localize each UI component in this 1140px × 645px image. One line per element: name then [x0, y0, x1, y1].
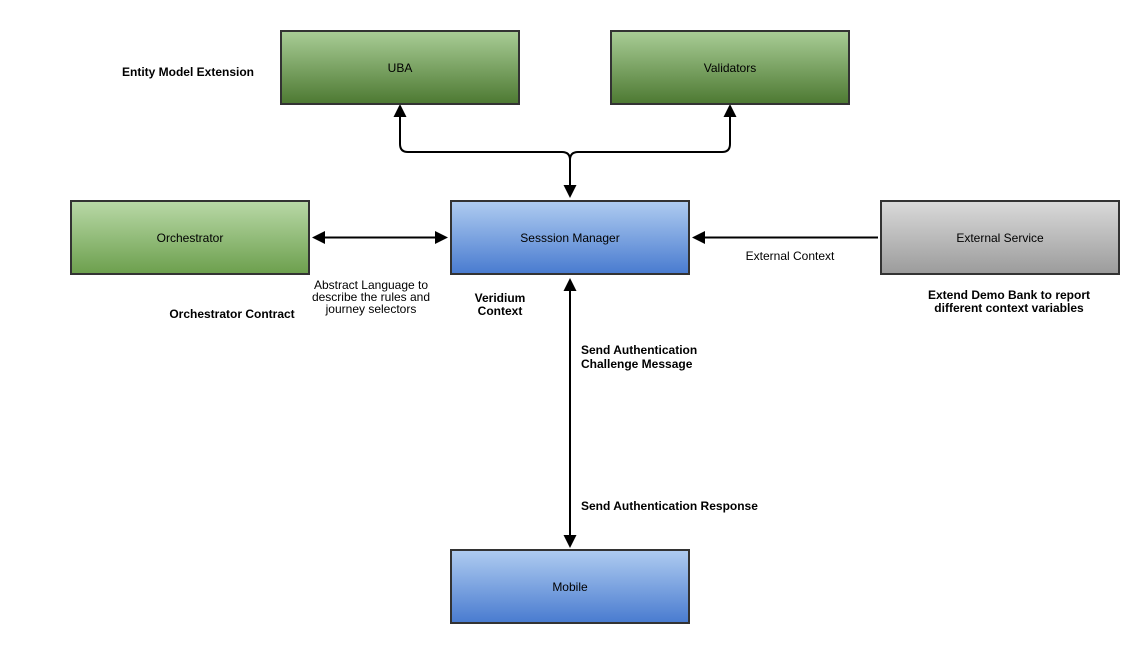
- node-uba-label: UBA: [387, 60, 413, 75]
- entity-model-extension-label: Entity Model Extension: [121, 65, 254, 79]
- node-validators[interactable]: Validators: [610, 30, 850, 105]
- node-validators-label: Validators: [703, 60, 757, 75]
- arrowheads: [312, 104, 737, 548]
- veridium-context-label: Veridium Context: [474, 291, 526, 318]
- node-session-manager[interactable]: Sesssion Manager: [450, 200, 690, 275]
- node-external-service-label: External Service: [956, 230, 1044, 245]
- session-to-uba-validators-connector: [399, 112, 731, 188]
- abstract-language-label: Abstract Language to describe the rules …: [311, 278, 431, 316]
- send-auth-challenge-label: Send Authentication Challenge Message: [581, 343, 698, 371]
- node-uba[interactable]: UBA: [280, 30, 520, 105]
- orchestrator-contract-label: Orchestrator Contract: [169, 307, 295, 321]
- node-orchestrator-label: Orchestrator: [156, 230, 224, 245]
- node-mobile-label: Mobile: [552, 579, 588, 594]
- send-auth-response-label: Send Authentication Response: [581, 499, 758, 513]
- node-orchestrator[interactable]: Orchestrator: [70, 200, 310, 275]
- node-external-service[interactable]: External Service: [880, 200, 1120, 275]
- external-context-label: External Context: [745, 249, 835, 263]
- node-session-manager-label: Sesssion Manager: [520, 230, 620, 245]
- node-mobile[interactable]: Mobile: [450, 549, 690, 624]
- extend-demo-bank-label: Extend Demo Bank to report different con…: [927, 288, 1091, 315]
